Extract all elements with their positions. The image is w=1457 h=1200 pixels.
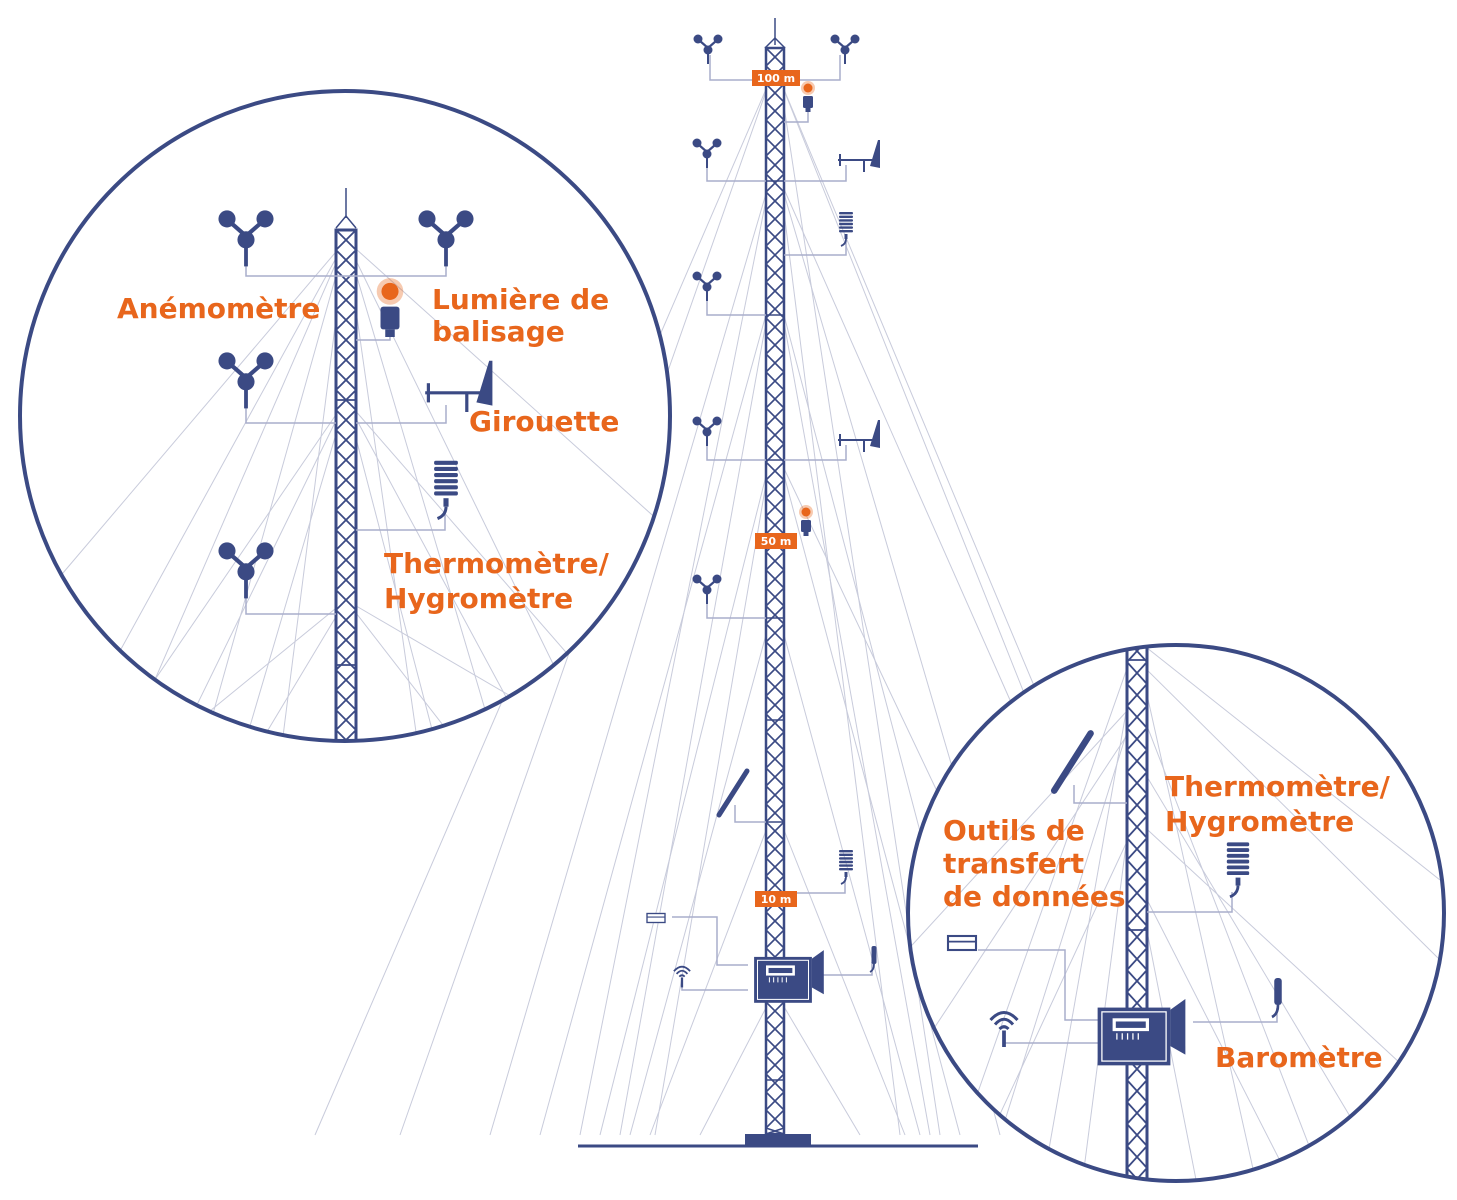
anemometer-icon [218,352,274,409]
label-outils-line1: Outils de [943,814,1085,847]
data-box-icon [1097,999,1186,1066]
callout-top-frame [18,89,672,743]
thermo-hygrometer-icon [839,850,853,885]
solar-panel-icon [1050,730,1094,794]
thermo-hygrometer-icon [1226,842,1250,899]
label-outils-line3: de données [943,880,1126,913]
thermo-hygrometer-icon [839,212,853,247]
anemometer-icon [830,34,860,64]
callout-bottom-frame [906,643,1446,1183]
anemometer-icon [218,542,274,599]
antenna-icon [673,965,691,988]
wind-vane-icon [838,420,880,452]
anemometer-icon [218,210,274,267]
label-thermo-line2: Hygromètre [384,582,573,615]
beacon-light-icon [376,278,404,337]
label-thermo-line1: Thermomètre/ [384,547,610,580]
anemometer-icon [692,574,722,604]
height-marker-100: 100 m [752,70,800,86]
antenna-icon [989,1011,1019,1047]
anemometer-icon [692,138,722,168]
modem-icon [646,912,666,924]
anemometer-icon [693,34,723,64]
data-box-icon [754,950,824,1003]
label-anemometre: Anémomètre [117,292,320,325]
wind-vane-icon [838,140,880,172]
barometer-icon [869,946,877,973]
svg-text:10 m: 10 m [761,893,792,906]
tower-base [745,1134,811,1146]
label-lumiere-line1: Lumière de [432,283,609,316]
thermo-hygrometer-icon [434,460,458,521]
anemometer-icon [692,416,722,446]
label-thermo-b-line2: Hygromètre [1165,805,1354,838]
beacon-light-icon [801,81,815,112]
label-outils-line2: transfert [943,847,1084,880]
label-barometre: Baromètre [1215,1041,1383,1074]
barometer-icon [1271,978,1282,1019]
modem-icon [946,934,978,952]
guy-wires [314,79,1201,1136]
anemometer-icon [692,271,722,301]
solar-panel-icon [716,768,750,818]
anemometer-icon [418,210,474,267]
callout-bottom: Outils de transfert de données Thermomèt… [906,643,1446,1183]
main-tower [764,18,786,1136]
label-lumiere-line2: balisage [432,315,565,348]
callout-top: Anémomètre Lumière de balisage Girouette… [18,89,672,743]
height-marker-50: 50 m [755,533,797,549]
wind-vane-icon [425,360,493,413]
svg-text:100 m: 100 m [757,72,795,85]
svg-text:50 m: 50 m [761,535,792,548]
label-girouette: Girouette [469,405,619,438]
label-thermo-b-line1: Thermomètre/ [1165,770,1391,803]
height-marker-10: 10 m [755,891,797,907]
beacon-light-icon [799,505,813,536]
